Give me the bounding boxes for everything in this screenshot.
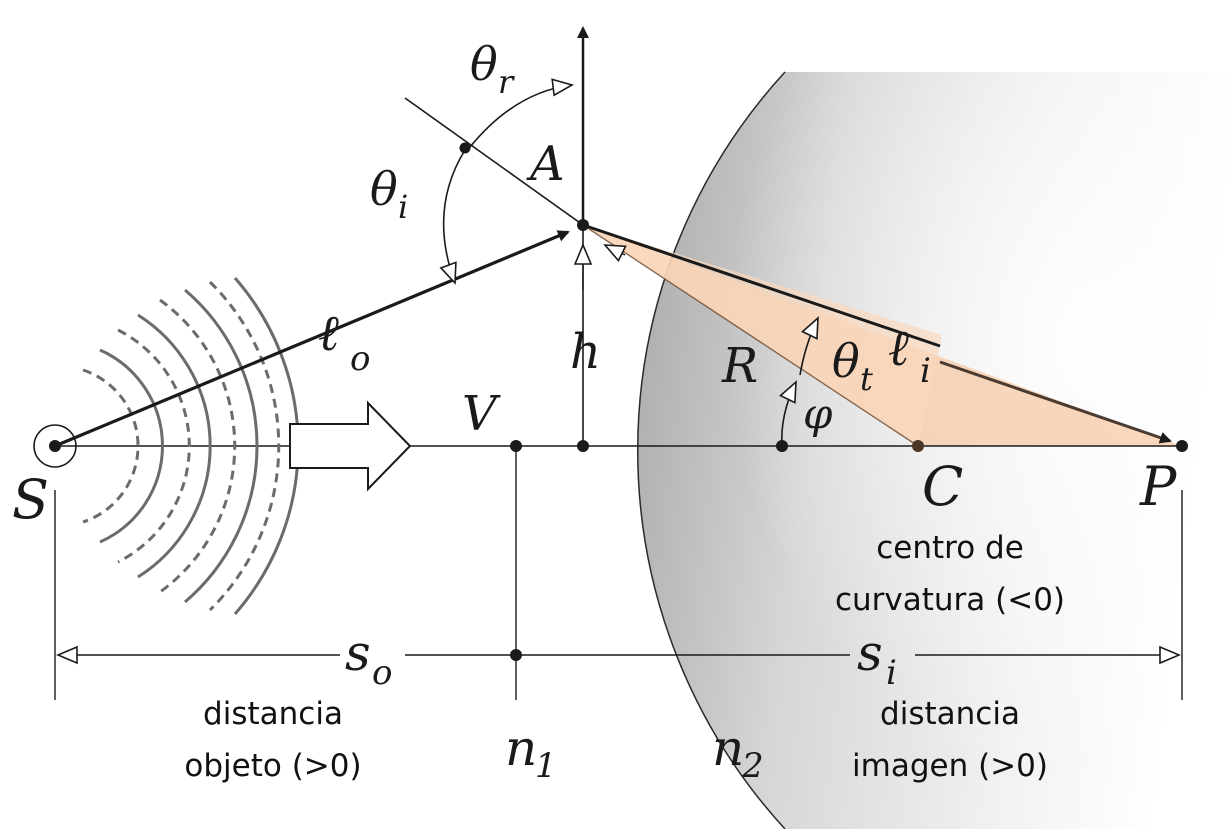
label-s-i-sub: i <box>886 653 897 693</box>
point-h-foot <box>577 440 589 452</box>
radius-ac <box>582 224 919 447</box>
label-l-i: ℓ <box>888 319 909 377</box>
refracted-ray-lower <box>939 360 1172 444</box>
label-l-o: ℓ <box>318 304 339 362</box>
angle-marker-a <box>605 245 625 255</box>
label-s-o: s <box>345 624 371 682</box>
source-ring <box>33 424 77 468</box>
label-phi: φ <box>803 389 833 438</box>
label-theta-r: θ <box>470 37 498 91</box>
label-s-o-sub: o <box>372 653 392 693</box>
note-image-line2: imagen (>0) <box>852 748 1048 784</box>
label-h: h <box>570 324 601 380</box>
dimension-point-v <box>510 649 522 661</box>
label-n2: n <box>712 719 744 777</box>
incident-ray <box>54 230 570 448</box>
theta-r-arc <box>469 85 572 148</box>
lens-surface-edge <box>637 71 786 829</box>
label-theta-i-sub: i <box>398 188 408 226</box>
label-a: A <box>526 136 565 192</box>
label-l-i-sub: i <box>920 351 931 391</box>
reflected-ray <box>404 97 584 226</box>
propagation-arrow <box>289 400 412 492</box>
point-p <box>1176 440 1188 452</box>
point-c <box>912 440 924 452</box>
note-image-line1: distancia <box>880 696 1020 732</box>
reflected-ray-point <box>459 142 471 154</box>
label-theta-t-sub: t <box>860 360 873 398</box>
label-theta-r-sub: r <box>498 63 515 101</box>
label-v: V <box>462 386 501 442</box>
label-s: S <box>12 468 49 531</box>
theta-t-arc <box>799 318 818 376</box>
label-l-o-sub: o <box>350 339 370 379</box>
note-object-line1: distancia <box>203 696 343 732</box>
label-n1-sub: 1 <box>535 746 557 786</box>
point-a <box>577 219 589 231</box>
label-c: C <box>922 455 963 518</box>
label-theta-i: θ <box>370 162 398 216</box>
refracted-ray-upper <box>582 223 941 348</box>
point-phi <box>776 440 788 452</box>
lens-highlight <box>637 72 1230 829</box>
label-s-i: s <box>857 624 883 682</box>
note-center-line2: curvatura (<0) <box>835 582 1065 618</box>
note-object-line2: objeto (>0) <box>184 748 361 784</box>
label-p: P <box>1139 455 1178 518</box>
label-n2-sub: 2 <box>741 746 764 786</box>
label-r: R <box>721 338 758 394</box>
triangle-highlight <box>583 225 942 446</box>
label-n1: n <box>505 719 537 777</box>
label-theta-t: θ <box>832 334 860 388</box>
theta-i-arc <box>444 149 466 283</box>
note-center-line1: centro de <box>876 530 1024 566</box>
